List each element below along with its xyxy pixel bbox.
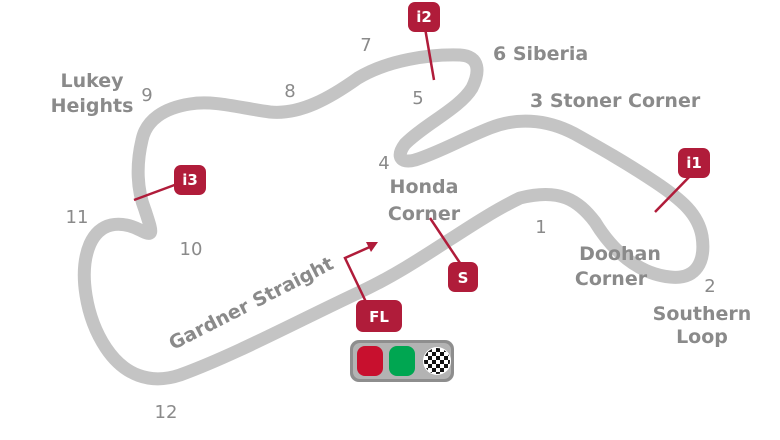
corner-3-label: 3 Stoner Corner [530,90,701,112]
checkered-flag-icon [423,347,451,375]
red-light-icon [357,346,383,376]
southern-loop-line1: Southern [653,303,752,325]
corner-4-label: 4 [378,153,389,174]
corner-8-label: 8 [284,81,295,102]
marker-start[interactable]: S [448,262,478,292]
marker-i1[interactable]: i1 [678,148,710,178]
southern-loop-line2: Loop [676,326,728,348]
finish-leader [343,244,373,303]
doohan-corner-line2: Corner [575,268,648,290]
marker-i2-label: i2 [416,8,432,26]
green-light-icon [389,346,415,376]
finish-arrow-icon [366,242,378,252]
i2-leader [423,27,436,81]
marker-finish[interactable]: FL [356,300,402,332]
corner-9-label: 9 [141,85,152,106]
corner-6-label: 6 Siberia [493,43,588,65]
doohan-corner-line1: Doohan [579,243,661,265]
corner-7-label: 7 [360,35,371,56]
corner-12-label: 12 [155,402,178,423]
honda-corner-line1: Honda [390,176,459,198]
honda-corner-line2: Corner [388,203,461,225]
traffic-light-legend [350,340,454,382]
marker-i3-label: i3 [182,171,198,189]
track-path [77,48,710,386]
lukey-heights-line1: Lukey [60,70,124,92]
corner-1-label: 1 [535,217,546,238]
marker-i2[interactable]: i2 [408,2,440,32]
lukey-heights-line2: Heights [51,95,134,117]
marker-finish-label: FL [369,308,389,326]
start-leader [428,217,464,267]
i1-leader [654,171,695,213]
marker-i1-label: i1 [686,154,702,172]
marker-i3[interactable]: i3 [174,165,206,195]
corner-10-label: 10 [180,239,203,260]
corner-2-label: 2 [704,276,715,297]
corner-11-label: 11 [66,207,89,228]
corner-5-label: 5 [412,88,423,109]
marker-start-label: S [458,269,469,287]
